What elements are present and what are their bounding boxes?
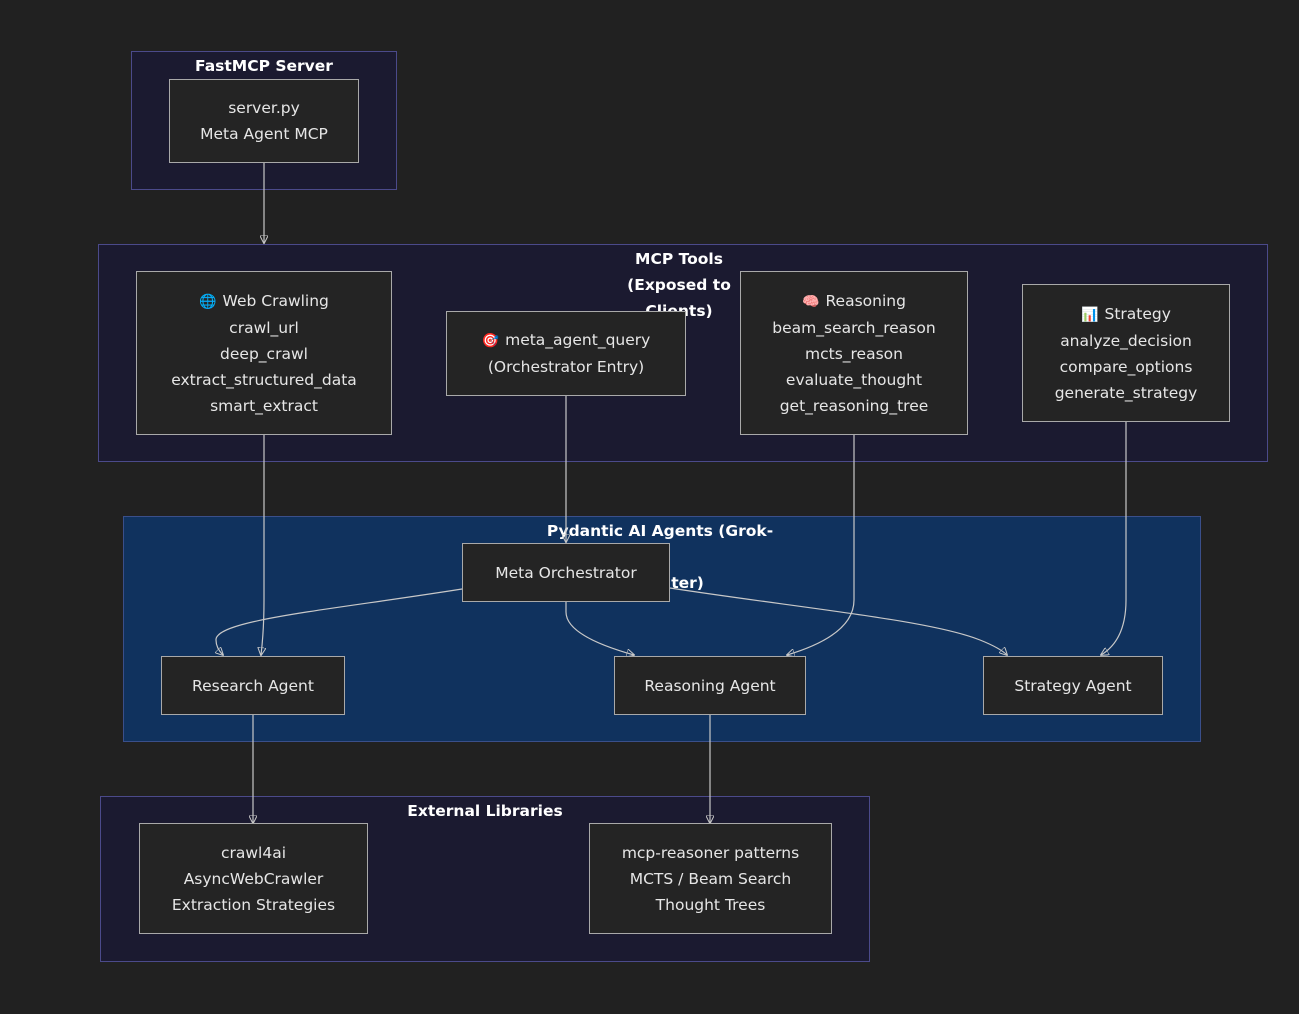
node-line: Extraction Strategies bbox=[171, 895, 336, 914]
node-label: Research Agent bbox=[192, 676, 314, 695]
node-title: 🌐Web Crawling bbox=[199, 288, 329, 315]
mcp-reasoner-node: mcp-reasoner patterns MCTS / Beam Search… bbox=[589, 823, 832, 934]
node-title: 🧠Reasoning bbox=[802, 288, 906, 315]
node-line: Thought Trees bbox=[655, 895, 766, 914]
reasoning-agent-node: Reasoning Agent bbox=[614, 656, 806, 715]
target-icon: 🎯 bbox=[481, 333, 500, 349]
web-crawling-node: 🌐Web Crawling crawl_url deep_crawl extra… bbox=[136, 271, 392, 435]
node-line: mcp-reasoner patterns bbox=[621, 843, 800, 862]
node-line: get_reasoning_tree bbox=[779, 396, 929, 415]
node-title: 📊Strategy bbox=[1081, 301, 1171, 328]
strategy-agent-node: Strategy Agent bbox=[983, 656, 1163, 715]
globe-icon: 🌐 bbox=[199, 293, 217, 310]
meta-agent-query-node: 🎯meta_agent_query (Orchestrator Entry) bbox=[446, 311, 686, 396]
node-line: compare_options bbox=[1059, 357, 1193, 376]
brain-icon: 🧠 bbox=[802, 293, 820, 310]
node-line: mcts_reason bbox=[805, 344, 903, 363]
node-line: crawl4ai bbox=[220, 843, 287, 862]
node-line: analyze_decision bbox=[1060, 331, 1192, 350]
node-line: deep_crawl bbox=[220, 344, 308, 363]
node-line: AsyncWebCrawler bbox=[183, 869, 324, 888]
node-label: Strategy Agent bbox=[1014, 676, 1132, 695]
node-line: (Orchestrator Entry) bbox=[487, 358, 645, 376]
server-node: server.py Meta Agent MCP bbox=[169, 79, 359, 163]
node-line: generate_strategy bbox=[1054, 383, 1198, 402]
node-line: smart_extract bbox=[210, 396, 318, 415]
node-label: Reasoning Agent bbox=[644, 676, 776, 695]
node-label: Meta Orchestrator bbox=[495, 563, 637, 582]
cluster-title: FastMCP Server bbox=[195, 57, 333, 75]
node-line: extract_structured_data bbox=[171, 370, 357, 389]
research-agent-node: Research Agent bbox=[161, 656, 345, 715]
cluster-title: MCP Tools (Exposed to Clients) bbox=[627, 250, 731, 320]
chart-icon: 📊 bbox=[1081, 306, 1099, 323]
node-line: MCTS / Beam Search bbox=[629, 869, 792, 888]
node-line: beam_search_reason bbox=[772, 318, 936, 337]
strategy-tools-node: 📊Strategy analyze_decision compare_optio… bbox=[1022, 284, 1230, 422]
crawl4ai-node: crawl4ai AsyncWebCrawler Extraction Stra… bbox=[139, 823, 368, 934]
reasoning-tools-node: 🧠Reasoning beam_search_reason mcts_reaso… bbox=[740, 271, 968, 435]
cluster-title: External Libraries bbox=[407, 802, 563, 820]
node-line: server.py bbox=[228, 99, 300, 117]
node-line: Meta Agent MCP bbox=[200, 125, 328, 143]
node-line: crawl_url bbox=[229, 318, 299, 337]
node-line: evaluate_thought bbox=[785, 370, 923, 389]
meta-orchestrator-node: Meta Orchestrator bbox=[462, 543, 670, 602]
node-title: 🎯meta_agent_query bbox=[482, 327, 651, 354]
